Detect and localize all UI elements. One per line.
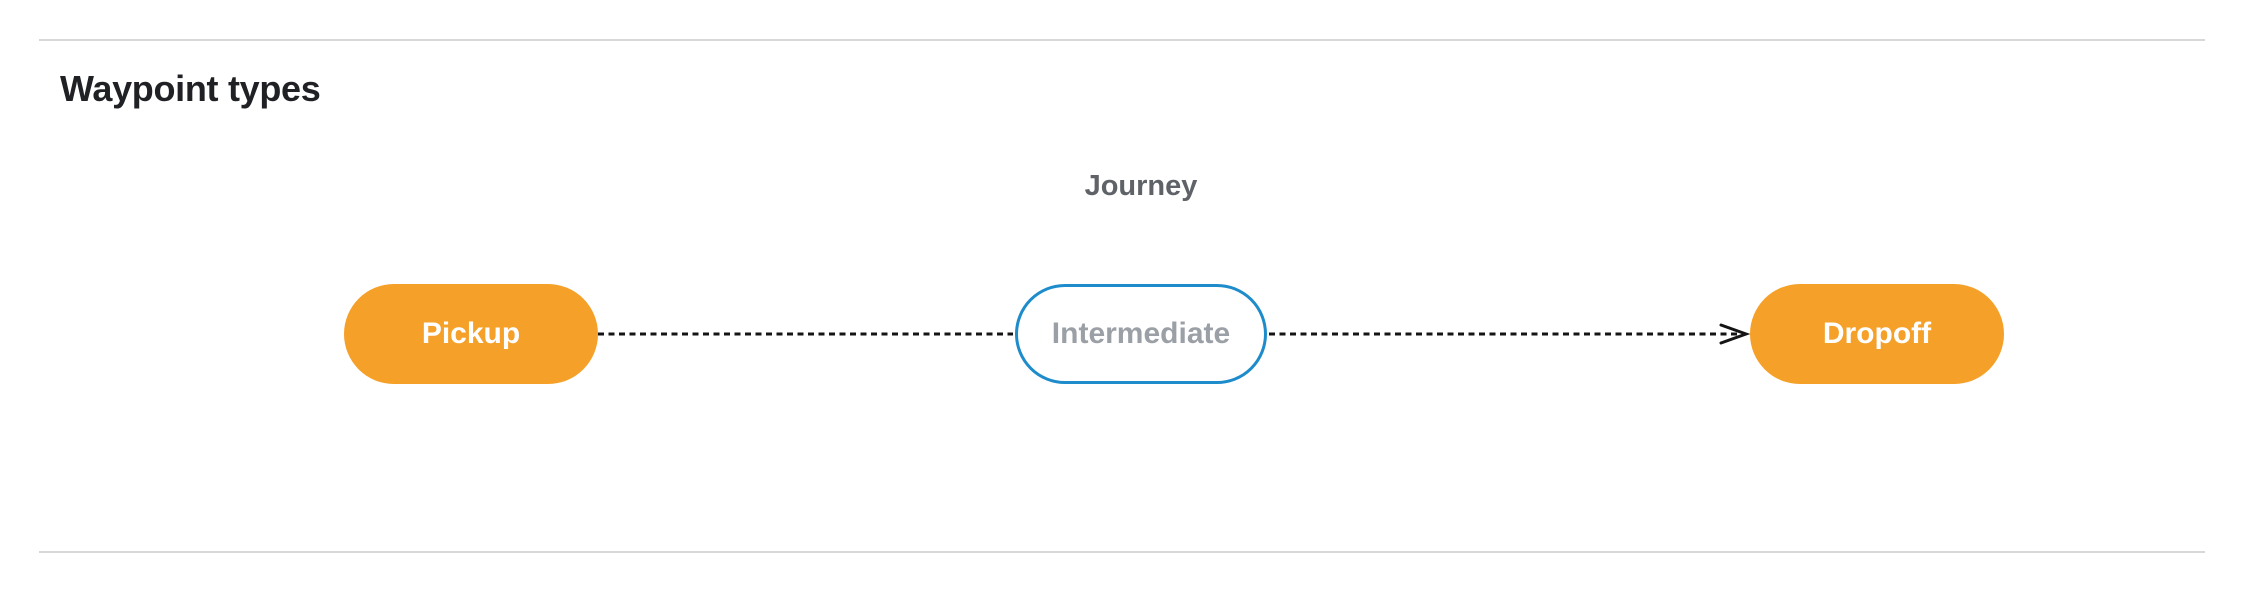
arrowhead-icon bbox=[1719, 323, 1751, 345]
section-heading: Waypoint types bbox=[60, 68, 321, 109]
top-divider-rule bbox=[39, 39, 2205, 41]
node-pickup-label: Pickup bbox=[421, 317, 521, 350]
node-dropoff-label: Dropoff bbox=[1822, 317, 1932, 350]
bottom-divider-rule bbox=[39, 551, 2205, 553]
node-intermediate-label: Intermediate bbox=[1051, 317, 1231, 350]
node-dropoff: Dropoff bbox=[1750, 284, 2004, 384]
journey-diagram-title: Journey bbox=[1084, 170, 1198, 202]
node-pickup: Pickup bbox=[344, 284, 598, 384]
node-intermediate: Intermediate bbox=[1015, 284, 1267, 384]
